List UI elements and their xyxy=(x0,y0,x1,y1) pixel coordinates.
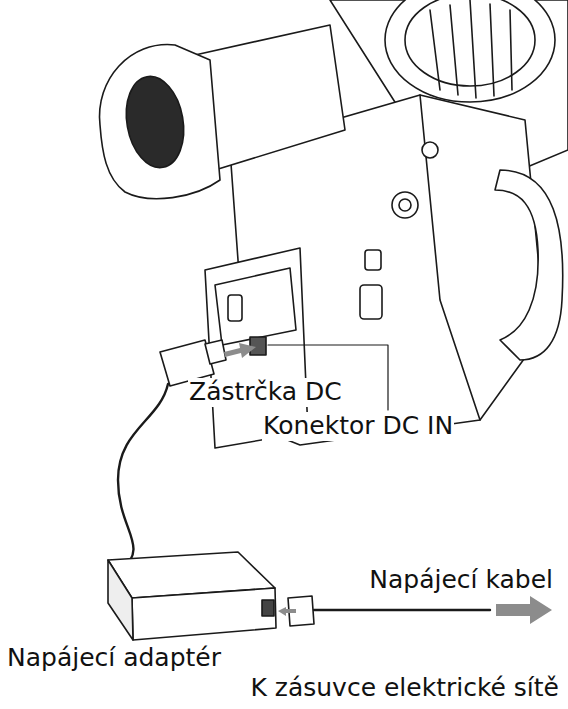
eyecup xyxy=(100,45,220,199)
body-edge xyxy=(420,95,480,420)
dc-plug-tip xyxy=(205,340,226,364)
part-label: Zástrčka DC xyxy=(188,378,343,407)
jack-cover xyxy=(215,268,296,345)
switch xyxy=(360,285,382,319)
adapter-socket xyxy=(262,600,274,616)
button xyxy=(422,142,438,158)
eyecup-opening xyxy=(119,72,190,172)
switch xyxy=(365,250,381,270)
button xyxy=(392,192,418,218)
button xyxy=(399,199,411,211)
adapter-side xyxy=(108,560,133,640)
part-label: K zásuvce elektrické sítě xyxy=(249,674,560,703)
terminal xyxy=(228,295,242,321)
insert-arrow xyxy=(278,607,296,616)
adapter-front xyxy=(132,588,276,640)
lens-grip xyxy=(430,0,512,98)
outlet-arrow xyxy=(496,596,552,624)
part-label: Napájecí adaptér xyxy=(6,644,222,673)
hand-strap xyxy=(495,170,563,360)
lens-ring xyxy=(385,0,555,102)
insert-arrow xyxy=(224,343,256,358)
dc-in-jack xyxy=(250,337,266,355)
part-label: Napájecí kabel xyxy=(368,566,554,595)
part-label: Konektor DC IN xyxy=(262,412,454,441)
power-cord xyxy=(314,609,490,611)
dc-cable xyxy=(118,384,168,570)
